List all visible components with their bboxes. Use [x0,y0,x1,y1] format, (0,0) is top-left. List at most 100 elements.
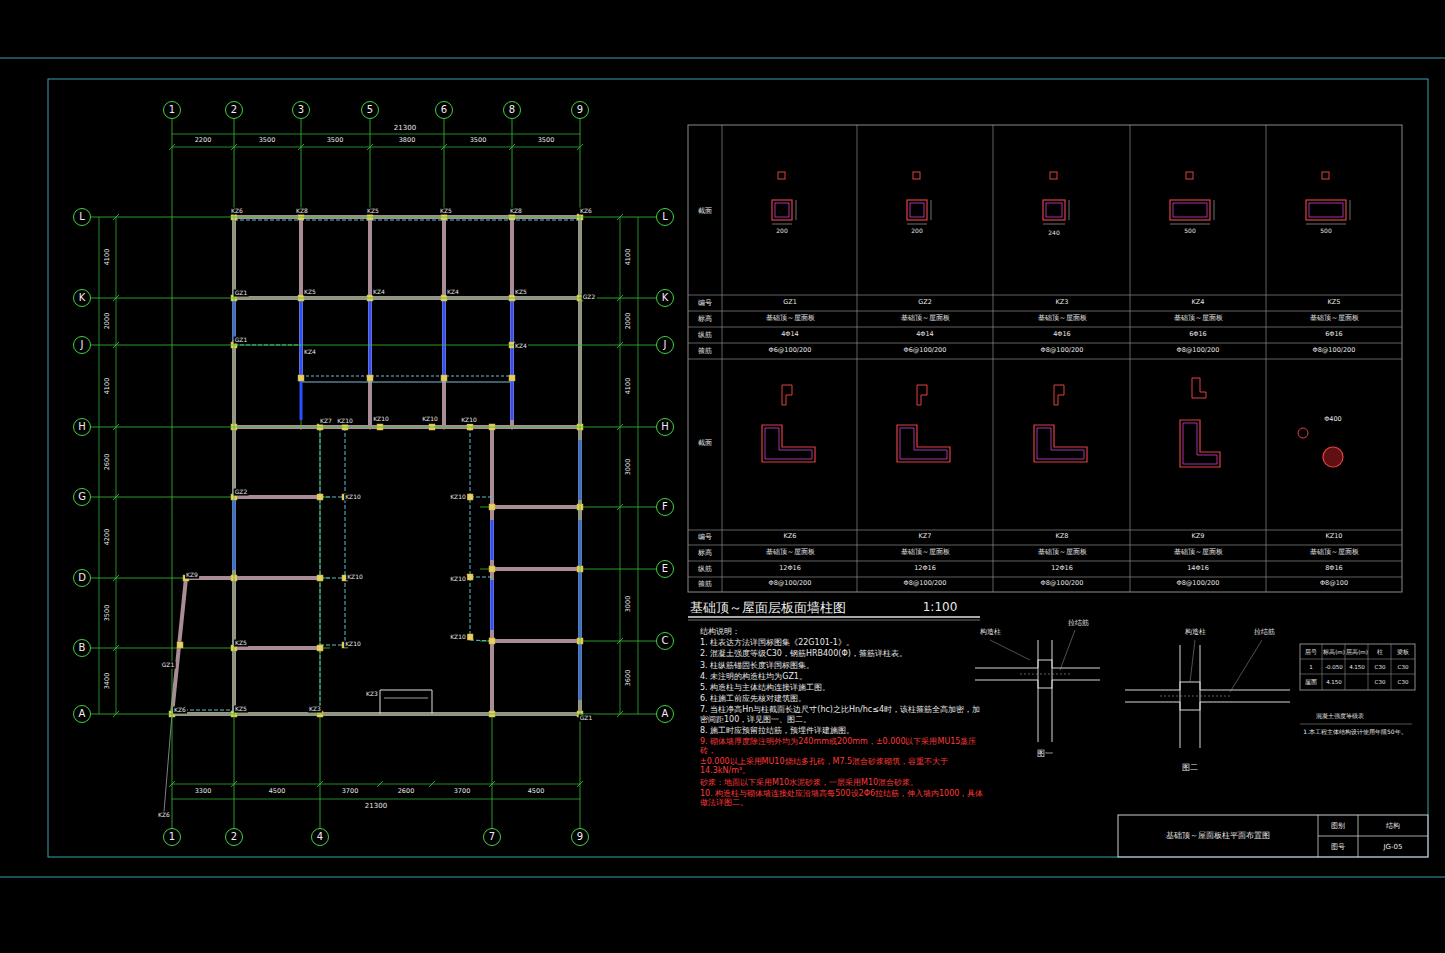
column-tag: KZ10 [449,576,467,583]
column-tag: KZ10 [421,416,439,423]
title-block [1118,815,1428,857]
beam-line [320,645,345,646]
axis-line [492,427,493,828]
table-cell: C30 [1398,679,1409,685]
dimension-line [1306,224,1346,225]
dimension-text: 4100 [104,249,111,266]
axis-label: 7 [489,832,495,842]
axis-label: 3 [298,105,304,115]
axis-bubble: 5 [361,101,379,119]
dimension-line [1069,200,1070,220]
sheet-border [0,877,1445,878]
scale-text: 1:100 [923,601,958,615]
leader-line [990,640,1030,660]
table-cell: 8Φ16 [1325,565,1343,572]
table-line [1130,125,1131,592]
dimension-tick [298,144,304,150]
stirrup [1183,423,1217,464]
dimension-line [907,224,927,225]
column-tag: KZ10 [372,416,390,423]
table-line [1391,644,1392,690]
column [489,638,495,644]
axis-line [480,569,656,570]
note-text: 1. 柱表达方法详国标图集《22G101-1》。 [700,638,985,647]
column [317,494,323,500]
column-tag: KZ7 [319,418,333,425]
column-tag: GZ1 [579,715,594,722]
masonry-wall [492,505,580,509]
table-cell: Φ8@100/200 [769,580,812,587]
dimension-line [931,200,932,220]
table-line [688,311,1402,312]
dimension-text: 2600 [104,454,111,471]
table-cell: 基础顶～屋面板 [766,549,815,556]
opening [384,698,428,699]
table-header: 箍筋 [698,580,712,588]
section-mark [1322,172,1329,179]
axis-line [91,217,656,218]
axis-line [480,641,656,642]
column-tag: KZ8 [295,208,309,215]
table-cell: -0.050 [1325,664,1343,670]
axis-line [91,578,330,579]
axis-label: E [662,564,668,574]
axis-bubble: J [73,336,91,354]
axis-line [512,119,513,430]
detail-title: 图一 [1037,749,1053,758]
tie-bar [1020,674,1070,675]
table-cell: 基础顶～屋面板 [901,315,950,322]
detail-outline [1125,645,1290,748]
table-cell: Φ6@100/200 [904,347,947,354]
table-cell: KZ4 [1192,299,1205,306]
axis-label: 6 [441,105,447,115]
axis-label: K [662,293,669,303]
dimension-text: 3700 [342,788,359,795]
table-line [688,545,1402,546]
note-text: 6. 柱施工前应先核对建筑图。 [700,694,985,703]
axis-label: 2 [231,105,237,115]
axis-label: H [78,422,86,432]
axis-bubble: 8 [503,101,521,119]
dimension-text: 4100 [104,378,111,395]
axis-bubble: H [73,418,91,436]
table-header: 纵筋 [698,565,712,573]
table-cell: 基础顶～屋面板 [1174,315,1223,322]
axis-bubble: 7 [483,828,501,846]
table-cell: 基础顶～屋面板 [766,315,815,322]
leader-line [1230,640,1262,692]
table-cell: Φ6@100/200 [769,347,812,354]
dimension-line [172,134,580,135]
axis-label: L [662,212,668,222]
column-section [1306,200,1346,220]
table-cell: Φ8@100/200 [1177,347,1220,354]
dimension-line [172,799,580,800]
table-cell: Φ8@100/200 [1041,580,1084,587]
stirrup [765,428,812,459]
dimension-tick [377,781,383,787]
column [441,375,447,381]
stirrup [900,428,947,459]
dimension-line [99,217,100,714]
table-cell: 基础顶～屋面板 [1310,315,1359,322]
column-tag: KZ3 [308,706,322,713]
column-tag: KZ4 [372,289,386,296]
table-cell: 基础顶～屋面板 [1038,549,1087,556]
dimension-tick [509,144,515,150]
note-text: 7. 当柱净高Hn与柱截面长边尺寸(hc)之比Hn/hc≤4时，该柱箍筋全高加密… [700,705,985,723]
beam-line [320,497,345,498]
dimension-text: 3500 [104,605,111,622]
table-line [722,125,723,592]
table-cell: 柱 [1377,649,1383,655]
beam [491,580,494,630]
stirrup [910,203,924,217]
table-cell: 基础顶～屋面板 [901,549,950,556]
table-caption: 混凝土强度等级表 [1316,713,1364,720]
note-text: 8. 施工时应预留拉结筋，预埋件详建施图。 [700,726,985,735]
axis-bubble: A [656,705,674,723]
dimension-tick [113,575,119,581]
column [467,634,473,640]
column-tag: GZ1 [234,290,249,297]
section-mark [782,385,792,405]
note-text: 2. 混凝土强度等级C30，钢筋HRB400(Φ)，箍筋详柱表。 [700,649,985,658]
